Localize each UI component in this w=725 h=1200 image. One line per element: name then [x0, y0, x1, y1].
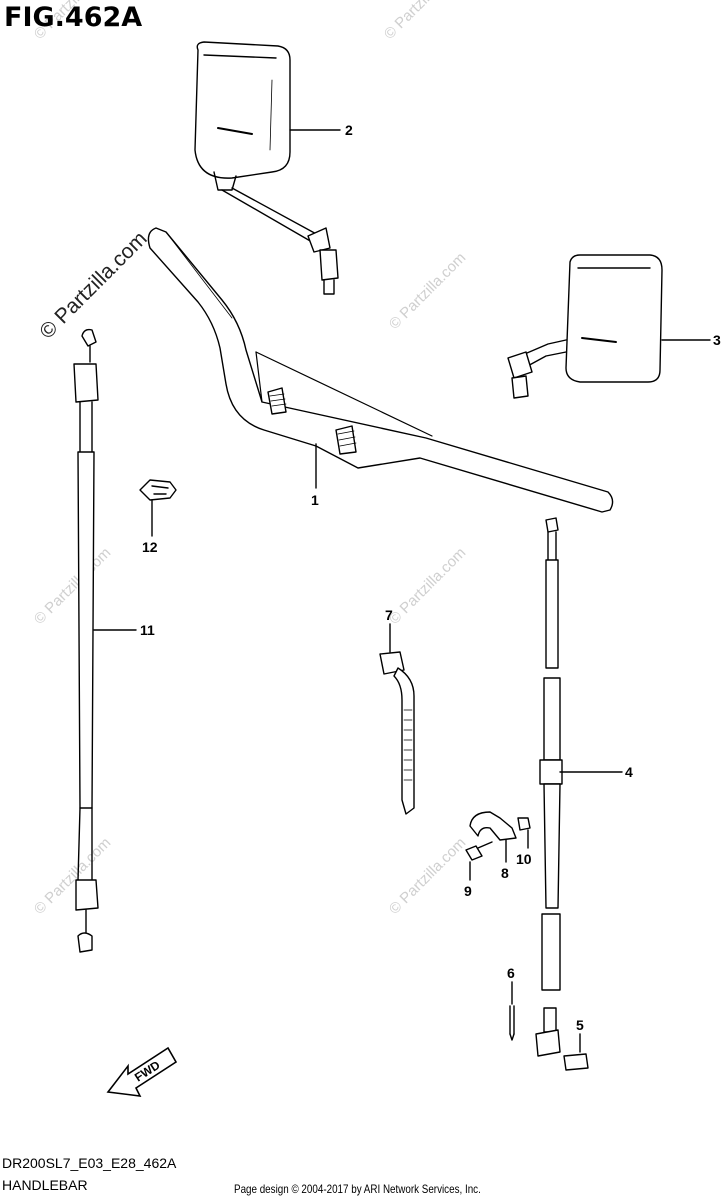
callout-9: 9 — [464, 883, 472, 899]
cable-end-plug — [563, 1053, 589, 1071]
callout-4: 4 — [625, 764, 633, 780]
mirror-right — [507, 254, 663, 399]
watermark: © Partzilla.com — [31, 544, 114, 627]
watermark: © Partzilla.com — [386, 249, 469, 332]
cable-tie — [379, 651, 415, 815]
figure-code: DR200SL7_E03_E28_462A — [2, 1155, 177, 1171]
callout-6: 6 — [507, 965, 515, 981]
watermark: © Partzilla.com — [381, 0, 464, 43]
callout-group: 1 2 3 4 5 6 7 8 9 10 11 12 — [140, 122, 721, 1033]
handlebar — [147, 227, 614, 513]
callout-8: 8 — [501, 865, 509, 881]
callout-7: 7 — [385, 607, 393, 623]
watermark: © Partzilla.com — [386, 544, 469, 627]
footer-copyright: Page design © 2004-2017 by ARI Network S… — [234, 1182, 481, 1196]
figure-title: FIG.462A — [4, 2, 143, 33]
watermark-main: © Partzilla.com — [35, 227, 151, 343]
watermark: © Partzilla.com — [386, 834, 469, 917]
cable-clip — [139, 479, 177, 501]
clutch-cable — [535, 517, 563, 1057]
cable-clamp — [469, 811, 517, 841]
cotter-pin — [509, 1005, 515, 1041]
callout-1: 1 — [311, 492, 319, 508]
callout-3: 3 — [713, 332, 721, 348]
callout-11: 11 — [140, 622, 155, 638]
throttle-cable — [73, 328, 99, 953]
nut — [517, 817, 531, 831]
callout-5: 5 — [576, 1017, 584, 1033]
callout-12: 12 — [142, 539, 158, 555]
mirror-left — [194, 41, 339, 295]
section-name: HANDLEBAR — [2, 1177, 88, 1193]
watermark: © Partzilla.com — [31, 834, 114, 917]
callout-10: 10 — [516, 851, 532, 867]
callout-2: 2 — [345, 122, 353, 138]
fwd-arrow-icon: FWD — [106, 1046, 178, 1097]
bolt — [465, 841, 493, 861]
